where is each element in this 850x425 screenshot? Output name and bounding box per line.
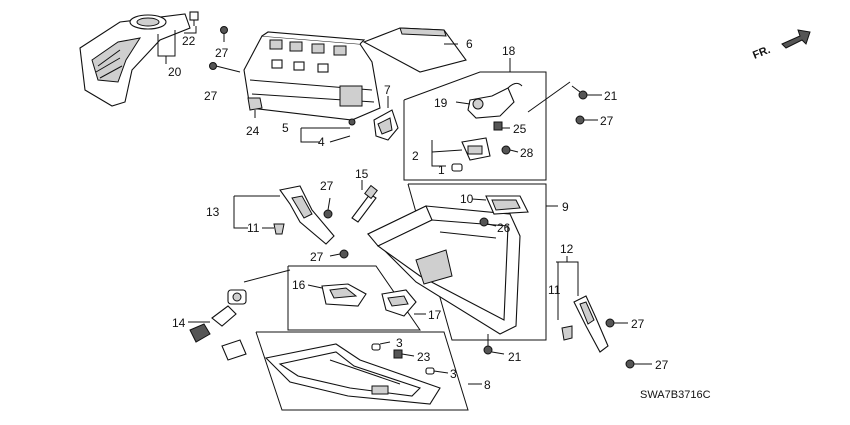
callout-26: 26 (497, 221, 511, 235)
pin-1-part (451, 163, 463, 172)
glove-box-bin-part (367, 205, 521, 335)
leader-2-1 (431, 140, 463, 167)
callout-27-left: 27 (204, 89, 218, 103)
clip-11-left-part (273, 223, 285, 235)
callout-27-right-bottom: 27 (655, 358, 669, 372)
group-12-leader (556, 256, 579, 320)
front-direction-arrow-icon (781, 29, 811, 49)
leader-5-4 (300, 127, 351, 143)
screw-27-lower-left (329, 249, 349, 259)
callout-5: 5 (282, 121, 289, 135)
group-18-box (403, 58, 547, 181)
callout-24: 24 (246, 124, 260, 138)
callout-27-lower-left: 27 (310, 250, 324, 264)
screw-27-top (220, 26, 228, 42)
screw-21-bottom (483, 334, 505, 355)
screw-27-right-top (575, 115, 598, 125)
diagram-code: SWA7B3716C (640, 389, 711, 401)
callout-27-right-top: 27 (600, 114, 614, 128)
callout-7: 7 (384, 83, 391, 97)
callout-6: 6 (466, 37, 473, 51)
bracket-12-part (573, 295, 609, 353)
clip-23-part (393, 349, 415, 359)
callout-9: 9 (562, 200, 569, 214)
callout-11-left: 11 (247, 221, 260, 235)
clip-nut-24-part (247, 97, 263, 118)
bracket-13-part (279, 185, 335, 245)
screw-21-top (527, 81, 602, 113)
screw-27-right-bottom (625, 359, 652, 369)
callout-20: 20 (168, 65, 182, 79)
callout-3-upper: 3 (396, 336, 403, 350)
callout-8: 8 (484, 378, 491, 392)
callout-2: 2 (412, 149, 419, 163)
callout-14: 14 (172, 316, 186, 330)
nut-28-part (501, 145, 519, 155)
lock-cylinder-14-part (188, 269, 291, 361)
clip-11-right-part (561, 325, 573, 341)
group-16-box (287, 265, 421, 331)
callout-15: 15 (355, 167, 369, 181)
direction-label: FR. (751, 44, 772, 62)
callout-10: 10 (460, 192, 474, 206)
callout-21-top: 21 (604, 89, 618, 103)
leader-13-11 (233, 195, 280, 229)
latch-16-part (307, 283, 367, 307)
lid-panel-6-part (362, 27, 467, 73)
callout-27-right-mid: 27 (631, 317, 645, 331)
actuator-2-part (461, 137, 491, 161)
clip-3-lower-part (425, 367, 449, 375)
lock-mechanism-19-part (455, 82, 523, 119)
group-8-box (255, 331, 482, 411)
bracket-7-part (373, 96, 399, 141)
callout-23: 23 (417, 350, 431, 364)
callout-21-bottom: 21 (508, 350, 522, 364)
callout-17: 17 (428, 308, 442, 322)
callout-19: 19 (434, 96, 448, 110)
screw-27-right-mid (605, 318, 628, 328)
callout-28: 28 (520, 146, 534, 160)
screw-26-part (479, 217, 497, 227)
callout-13: 13 (206, 205, 220, 219)
leader-20 (157, 30, 176, 64)
callout-12: 12 (560, 242, 574, 256)
glove-box-housing-part (243, 31, 381, 126)
callout-3-lower: 3 (450, 367, 457, 381)
screw-27-left (209, 62, 241, 73)
callout-22: 22 (182, 34, 196, 48)
callout-27-mid: 27 (320, 179, 334, 193)
callout-18: 18 (502, 44, 516, 58)
damper-15-part (351, 180, 378, 223)
callout-25: 25 (513, 122, 527, 136)
callout-16: 16 (292, 278, 306, 292)
clip-22-part (184, 11, 199, 34)
callout-27-top: 27 (215, 46, 229, 60)
callout-1: 1 (438, 163, 445, 177)
lower-cover-8-part (264, 343, 441, 405)
latch-17-part (381, 289, 426, 317)
side-vent-cover-part (79, 13, 191, 107)
clip-25-part (493, 121, 510, 131)
callout-11-right: 11 (548, 283, 561, 297)
clip-3-upper-part (371, 341, 391, 351)
stopper-10-part (471, 195, 529, 215)
callout-4: 4 (318, 135, 325, 149)
